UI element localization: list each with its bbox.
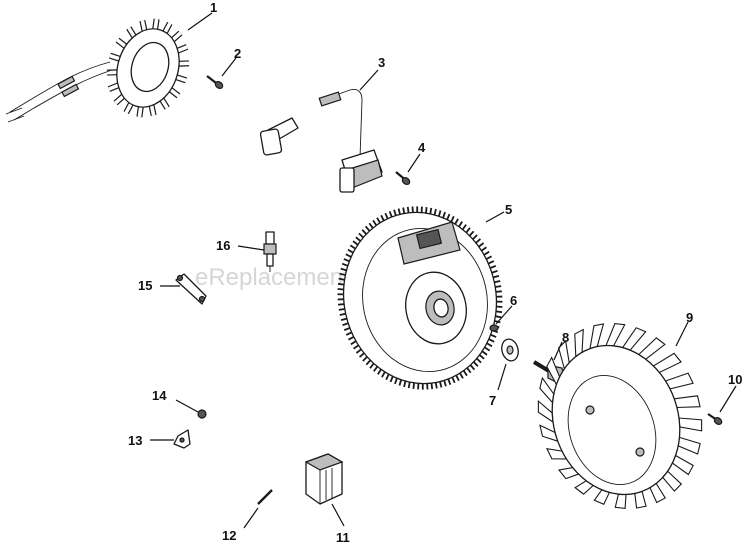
callout-8: 8: [562, 330, 569, 345]
callout-2: 2: [234, 46, 241, 61]
part-regulator[interactable]: [304, 453, 344, 505]
callout-7: 7: [489, 393, 496, 408]
part-screw-4[interactable]: [395, 171, 411, 186]
callout-6: 6: [510, 293, 517, 308]
part-flywheel[interactable]: [328, 198, 512, 398]
callout-3: 3: [378, 55, 385, 70]
part-bracket-13[interactable]: [173, 429, 191, 449]
part-nut-14[interactable]: [197, 409, 207, 419]
callout-9: 9: [686, 310, 693, 325]
part-spark-plug[interactable]: [263, 231, 277, 272]
part-washer-7[interactable]: [499, 337, 520, 362]
callout-12: 12: [222, 528, 236, 543]
part-screw-2[interactable]: [206, 75, 224, 90]
part-screw-10[interactable]: [707, 413, 723, 426]
callout-14: 14: [152, 388, 167, 403]
part-washer-6[interactable]: [489, 324, 499, 332]
part-blower-fan[interactable]: [532, 323, 703, 513]
callout-13: 13: [128, 433, 142, 448]
part-screw-12[interactable]: [257, 489, 273, 505]
callout-15: 15: [138, 278, 152, 293]
callout-5: 5: [505, 202, 512, 217]
callout-10: 10: [728, 372, 742, 387]
callout-4: 4: [418, 140, 426, 155]
callouts: 1 2 3 4 5 6 7 8 9 10 11 12 13 14 15 16: [128, 0, 742, 545]
part-stator[interactable]: [5, 18, 190, 123]
part-ignition-module[interactable]: [259, 89, 383, 193]
callout-1: 1: [210, 0, 217, 15]
part-ground-bracket[interactable]: [175, 273, 207, 305]
callout-16: 16: [216, 238, 230, 253]
callout-11: 11: [336, 530, 350, 545]
